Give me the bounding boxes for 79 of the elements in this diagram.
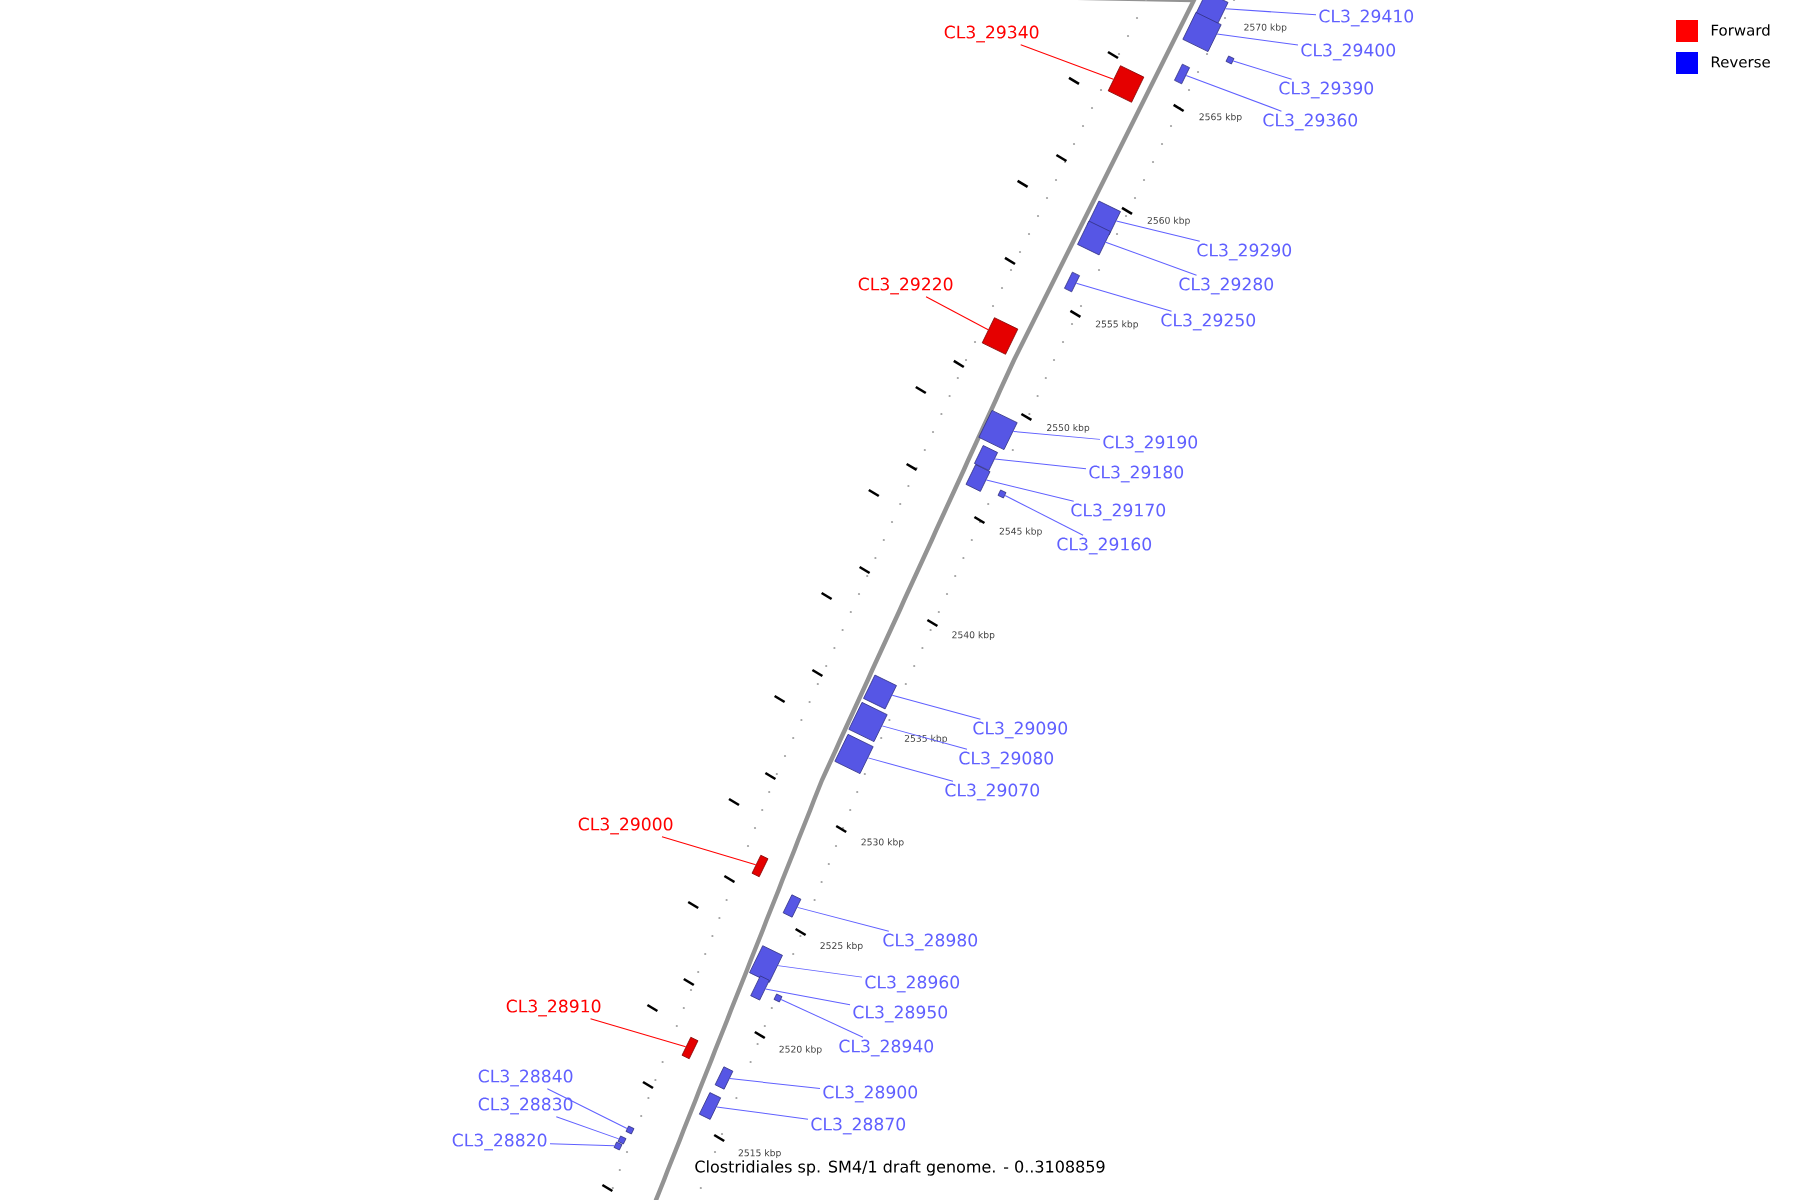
gene-label: CL3_29340: [944, 25, 1039, 43]
gene-label: CL3_29070: [945, 783, 1040, 801]
gene-block: [1107, 65, 1145, 103]
gene-block: [617, 1135, 627, 1145]
gene-label: CL3_28950: [853, 1005, 948, 1023]
gene-block: [1174, 63, 1190, 85]
gene-label: CL3_29160: [1057, 537, 1152, 555]
gene-label: CL3_28840: [478, 1069, 573, 1087]
leader-line: [546, 1088, 628, 1129]
gene-label: CL3_29410: [1319, 9, 1414, 27]
gene-label: CL3_28870: [811, 1117, 906, 1135]
leader-line: [1216, 33, 1299, 46]
caption: Clostridiales sp. SM4/1 draft genome. - 0..3108859: [692, 1158, 1108, 1178]
gene-block: [625, 1125, 635, 1135]
gene-block: [1182, 11, 1222, 52]
leader-line: [1020, 44, 1114, 80]
leader-line: [661, 836, 757, 866]
gene-block: [750, 975, 770, 1001]
gene-label: CL3_29180: [1089, 465, 1184, 483]
gene-block: [714, 1066, 734, 1090]
leader-line: [765, 988, 851, 1006]
gene-block: [1077, 220, 1111, 256]
gene-block: [751, 854, 769, 878]
gene-block: [834, 733, 874, 774]
gene-label: CL3_29190: [1103, 435, 1198, 453]
gene-label: CL3_29000: [578, 817, 673, 835]
gene-label: CL3_29360: [1263, 113, 1358, 131]
leader-line: [891, 694, 981, 720]
gene-block: [863, 674, 897, 710]
leader-line: [796, 906, 890, 932]
leader-line: [590, 1018, 687, 1048]
leader-line: [994, 458, 1087, 470]
leader-line: [985, 479, 1075, 502]
gene-label: CL3_29390: [1279, 81, 1374, 99]
leader-line: [555, 1116, 620, 1140]
leader-line: [777, 965, 863, 978]
leader-line: [729, 1078, 821, 1089]
gene-label: CL3_28940: [839, 1039, 934, 1057]
gene-block: [1195, 0, 1229, 25]
leader-line: [1012, 430, 1101, 440]
leader-line: [1105, 241, 1198, 276]
gene-label: CL3_28830: [478, 1097, 573, 1115]
gene-label: CL3_29400: [1301, 43, 1396, 61]
gene-block: [981, 317, 1019, 355]
leader-line: [549, 1143, 615, 1147]
gene-label: CL3_28900: [823, 1085, 918, 1103]
gene-block: [698, 1092, 722, 1120]
gene-label: CL3_29250: [1161, 313, 1256, 331]
gene-label: CL3_29090: [973, 721, 1068, 739]
leader-line: [867, 757, 954, 782]
gene-label: CL3_29220: [858, 277, 953, 295]
gene-block: [974, 445, 998, 471]
leader-line: [1224, 8, 1317, 16]
gene-label: CL3_28960: [865, 975, 960, 993]
leader-line: [1115, 220, 1201, 242]
gene-label: CL3_29080: [959, 751, 1054, 769]
gene-block: [848, 701, 888, 742]
gene-block: [997, 489, 1007, 499]
leader-line: [716, 1106, 809, 1120]
leader-line: [1004, 495, 1084, 536]
gene-label: CL3_29280: [1179, 277, 1274, 295]
gene-block: [782, 894, 802, 918]
leader-line: [925, 296, 989, 331]
gene-block: [613, 1141, 623, 1151]
gene-label: CL3_28910: [506, 999, 601, 1017]
gene-block: [1064, 271, 1080, 293]
leader-line: [780, 998, 864, 1038]
gene-block: [681, 1036, 699, 1060]
gene-block: [965, 464, 991, 492]
leader-line: [1075, 282, 1172, 312]
leader-line: [881, 725, 968, 750]
gene-block: [773, 993, 783, 1003]
leader-line: [1232, 60, 1293, 80]
gene-label: CL3_29170: [1071, 503, 1166, 521]
gene-label: CL3_29290: [1197, 243, 1292, 261]
gene-label: CL3_28820: [452, 1133, 547, 1151]
gene-block: [1225, 55, 1235, 65]
gene-label: CL3_28980: [883, 933, 978, 951]
leader-line: [1185, 75, 1282, 112]
